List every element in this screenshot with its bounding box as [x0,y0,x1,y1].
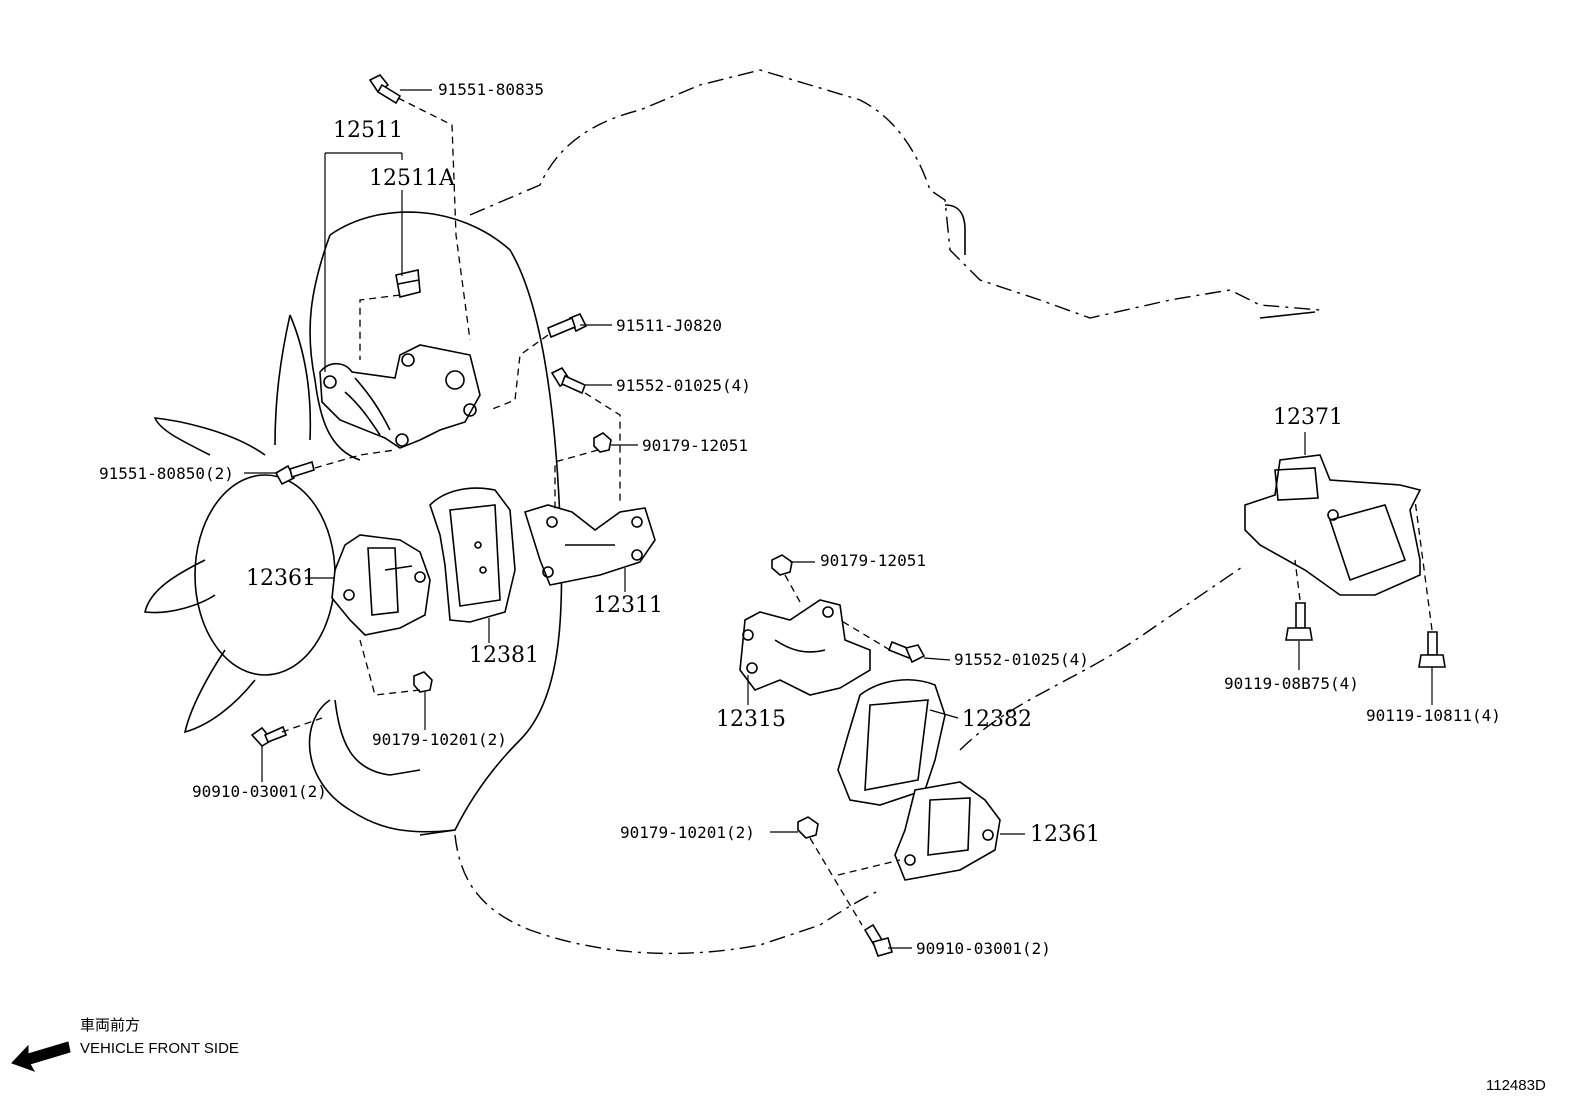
bracket-12311 [523,504,656,586]
label-12361-right: 12361 [1030,822,1100,847]
bolt-91552-01025-mid [887,640,926,664]
bolt-90910-03001-left [250,725,288,748]
caption-english: VEHICLE FRONT SIDE [80,1040,239,1057]
bolt-91551-80835 [368,73,402,105]
label-12511a: 12511A [369,166,456,191]
vehicle-front-indicator: 車両前方 VEHICLE FRONT SIDE [11,1016,239,1072]
bracket-12315 [739,599,871,696]
caption-japanese: 車両前方 [80,1016,140,1034]
nut-90179-12051-mid [771,554,793,576]
bolt-91552-01025-top [550,366,587,395]
label-90119-10811: 90119-10811(4) [1366,706,1501,725]
fastener-labels: 91551-80835 91511-J0820 91552-01025(4) 9… [99,80,1501,958]
cooling-fan [144,211,563,836]
part-number-labels: 12511 12511A 12361 12381 12311 12315 123… [246,118,1343,847]
stopper-12381 [429,487,516,623]
stud-bolt-12511a [395,269,421,298]
leader-lines [244,89,1433,949]
label-90179-12051-top: 90179-12051 [642,436,748,455]
nut-90179-10201-bottom [797,816,819,839]
label-91551-80835: 91551-80835 [438,80,544,99]
label-12511: 12511 [333,118,403,143]
insulator-12361-left [331,534,431,636]
nut-90179-10201-left [413,671,433,693]
label-12361-left: 12361 [246,566,316,591]
stopper-12382 [837,679,946,806]
label-91552-01025-top: 91552-01025(4) [616,376,751,395]
label-90910-03001-left: 90910-03001(2) [192,782,327,801]
assembly-dashed-lines [281,97,1433,926]
label-12315: 12315 [716,707,786,732]
figure-id: 112483D [1486,1077,1546,1094]
label-12311: 12311 [593,593,663,618]
insulator-12361-right [894,781,1001,881]
front-arrow-icon [11,1041,71,1072]
label-90179-10201-bottom: 90179-10201(2) [620,823,755,842]
label-91552-01025-mid: 91552-01025(4) [954,650,1089,669]
nut-90179-12051-top [593,432,612,453]
engine-outline [334,69,1321,955]
bolt-91511-j0820 [547,312,588,339]
bolt-90119-10811 [1418,631,1446,668]
bolt-90910-03001-bottom [863,923,893,957]
label-90910-03001-bottom: 90910-03001(2) [916,939,1051,958]
label-90179-12051-mid: 90179-12051 [820,551,926,570]
rear-insulator-12371 [1244,454,1422,596]
label-90119-08b75: 90119-08B75(4) [1224,674,1359,693]
label-91511-j0820: 91511-J0820 [616,316,722,335]
label-12382: 12382 [962,707,1032,732]
label-12371: 12371 [1273,405,1343,430]
engine-bracket-12511 [319,344,481,449]
label-91551-80850: 91551-80850(2) [99,464,234,483]
label-90179-10201-left: 90179-10201(2) [372,730,507,749]
fastener-bolts [250,73,1446,957]
bolt-91551-80850 [274,460,315,486]
bolt-90119-08b75 [1285,602,1313,641]
label-12381: 12381 [469,643,539,668]
